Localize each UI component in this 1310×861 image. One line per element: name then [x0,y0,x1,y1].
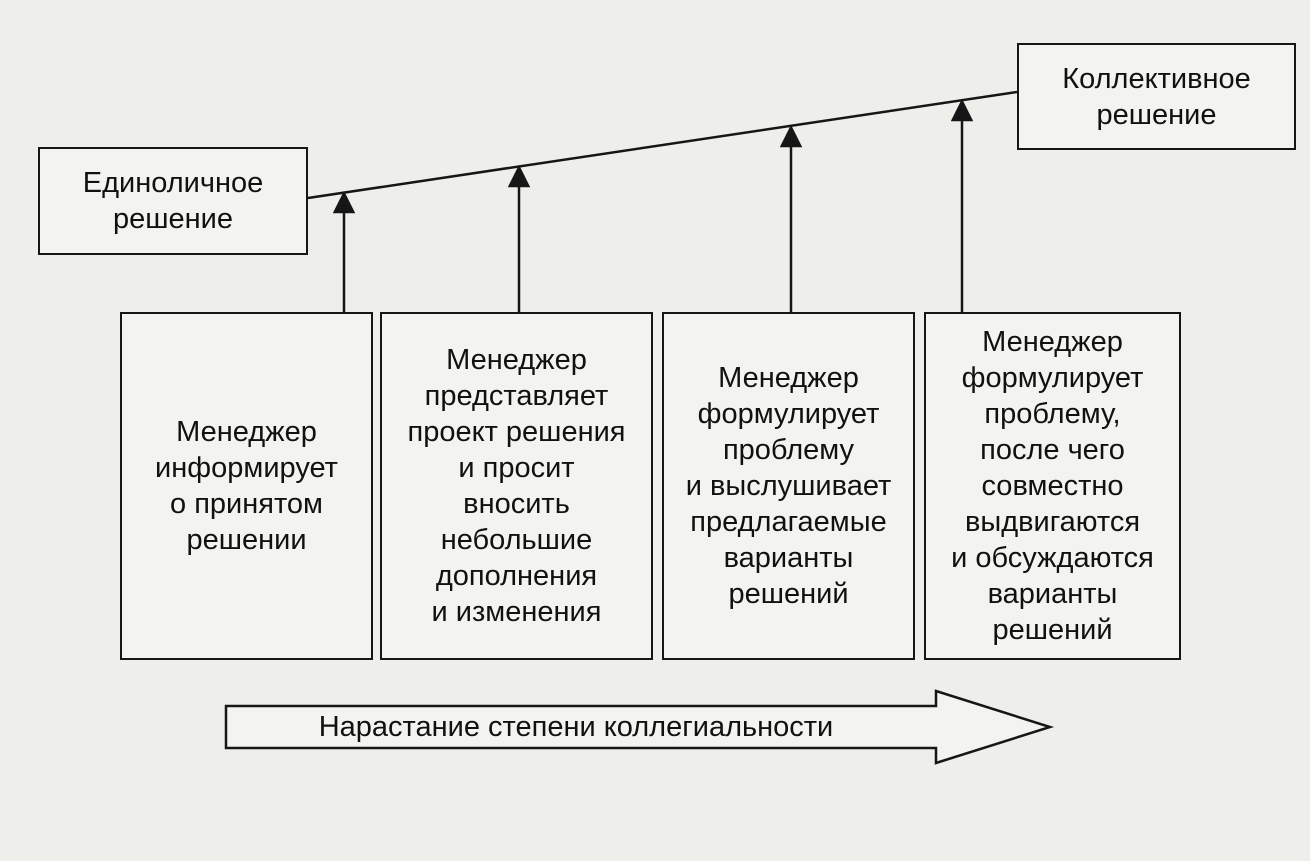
direction-arrow-shape [224,689,1055,765]
collective-decision-box: Коллективное решение [1017,43,1296,150]
level-4-box: Менеджер формулирует проблему, после чег… [924,312,1181,660]
level-2-box: Менеджер представляет проект решения и п… [380,312,653,660]
individual-decision-box: Единоличное решение [38,147,308,255]
level-1-box: Менеджер информирует о принятом решении [120,312,373,660]
decision-continuum-line [307,90,1018,200]
level-3-box: Менеджер формулирует проблему и выслушив… [662,312,915,660]
direction-arrow-label: Нарастание степени коллегиальности [318,710,834,743]
